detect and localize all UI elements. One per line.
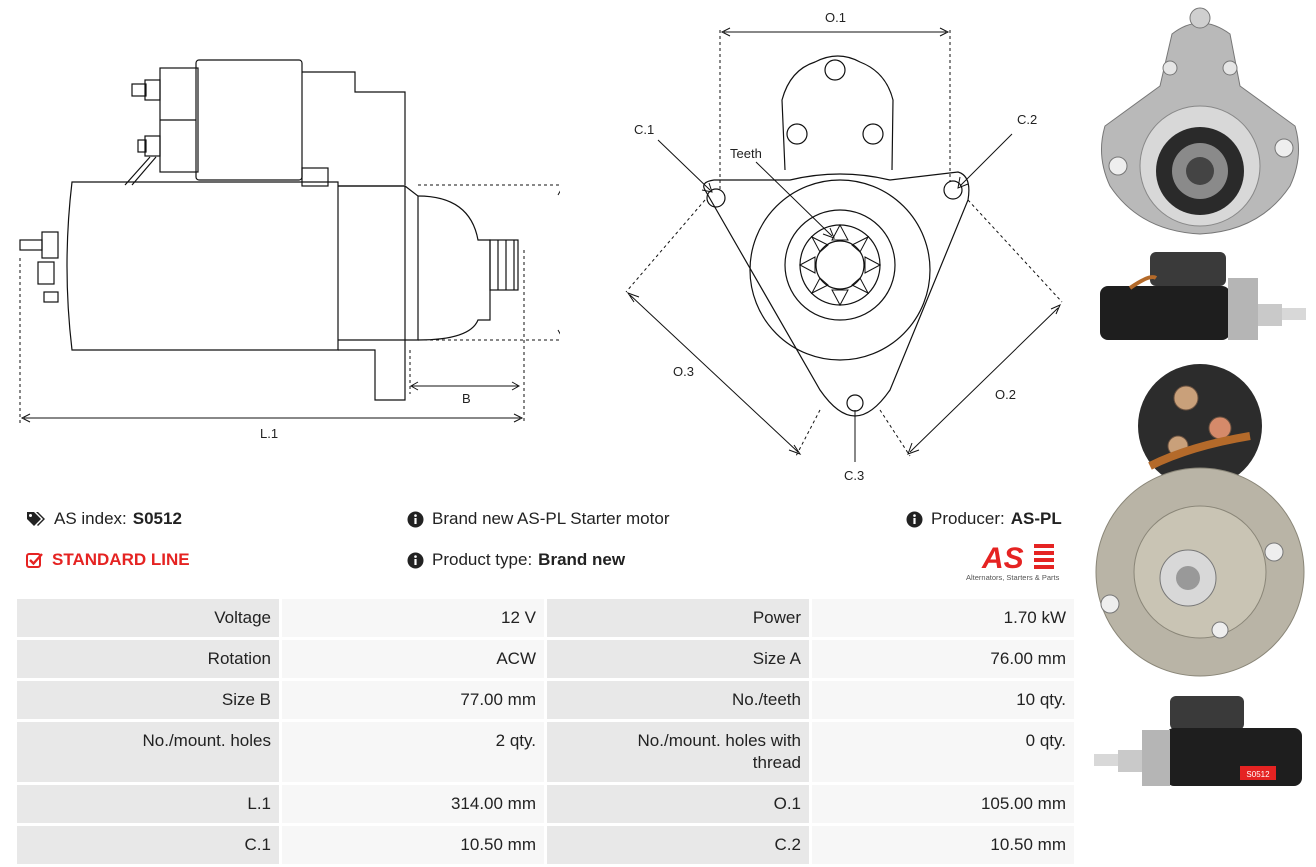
spec-label: O.1 (547, 785, 809, 823)
spec-label: Voltage (17, 599, 279, 637)
spec-label: No./teeth (547, 681, 809, 719)
product-line: STANDARD LINE (26, 550, 190, 570)
producer: Producer: AS-PL (906, 509, 1062, 529)
side-view-drawing: A B L.1 (19, 59, 560, 441)
spec-label: C.1 (17, 826, 279, 864)
spec-value: 10.50 mm (282, 826, 544, 864)
description-text: Brand new AS-PL Starter motor (432, 509, 670, 528)
dim-o2-label: O.2 (995, 387, 1016, 402)
dim-l1-label: L.1 (260, 426, 278, 441)
dim-c2-label: C.2 (1017, 112, 1037, 127)
spec-label: C.2 (547, 826, 809, 864)
table-row: No./mount. holes 2 qty. No./mount. holes… (17, 722, 1074, 782)
spec-label: Size B (17, 681, 279, 719)
teeth-label: Teeth (730, 146, 762, 161)
spec-value: 77.00 mm (282, 681, 544, 719)
info-icon (906, 511, 923, 528)
as-index-value: S0512 (132, 509, 182, 528)
dim-c1-label: C.1 (634, 122, 654, 137)
product-type-value: Brand new (538, 550, 626, 569)
spec-table: Voltage 12 V Power 1.70 kW Rotation ACW … (14, 596, 1077, 867)
spec-value: 314.00 mm (282, 785, 544, 823)
spec-label: L.1 (17, 785, 279, 823)
producer-value: AS-PL (1010, 509, 1062, 528)
spec-value: 10.50 mm (812, 826, 1074, 864)
as-index-label: AS index: (54, 509, 127, 528)
table-row: Rotation ACW Size A 76.00 mm (17, 640, 1074, 678)
spec-value: 12 V (282, 599, 544, 637)
photo-rear-view (1095, 364, 1305, 677)
spec-label: No./mount. holes (17, 722, 279, 782)
table-row: L.1 314.00 mm O.1 105.00 mm (17, 785, 1074, 823)
as-index: AS index: S0512 (26, 509, 182, 529)
spec-label: No./mount. holes with thread (547, 722, 809, 782)
spec-value: 105.00 mm (812, 785, 1074, 823)
dim-b-label: B (462, 391, 471, 406)
logo-mark: AS (981, 542, 1024, 575)
spec-value: 0 qty. (812, 722, 1074, 782)
table-row: Voltage 12 V Power 1.70 kW (17, 599, 1074, 637)
photo-label: S0512 (1246, 770, 1270, 779)
checkbox-checked-icon (26, 552, 44, 568)
product-type-label: Product type: (432, 550, 533, 569)
producer-label: Producer: (931, 509, 1005, 528)
dim-o3-label: O.3 (673, 364, 694, 379)
spec-value: 1.70 kW (812, 599, 1074, 637)
spec-value: ACW (282, 640, 544, 678)
table-row: Size B 77.00 mm No./teeth 10 qty. (17, 681, 1074, 719)
spec-label-line-1: No./mount. holes with (637, 731, 801, 750)
table-row: C.1 10.50 mm C.2 10.50 mm (17, 826, 1074, 864)
spec-label: Rotation (17, 640, 279, 678)
photo-side-view-reverse: S0512 (1094, 696, 1302, 786)
description: Brand new AS-PL Starter motor (407, 509, 669, 529)
logo-tagline: Alternators, Starters & Parts (966, 573, 1060, 582)
dim-o1-label: O.1 (825, 10, 846, 25)
info-icon (407, 552, 424, 569)
spec-label-line-2: thread (752, 753, 801, 772)
spec-value: 76.00 mm (812, 640, 1074, 678)
spec-label: Size A (547, 640, 809, 678)
spec-value: 2 qty. (282, 722, 544, 782)
info-icon (407, 511, 424, 528)
product-line-label: STANDARD LINE (52, 550, 190, 569)
photo-side-view (1100, 252, 1306, 340)
dim-c3-label: C.3 (844, 468, 864, 483)
spec-value: 10 qty. (812, 681, 1074, 719)
spec-label: Power (547, 599, 809, 637)
product-photos: S0512 (1082, 0, 1316, 860)
product-type: Product type: Brand new (407, 550, 625, 570)
front-view-drawing: O.1 C.1 C.2 Teeth O.3 O.2 C.3 (625, 10, 1063, 483)
as-pl-logo: AS Alternators, Starters & Parts (964, 540, 1074, 584)
tags-icon (26, 511, 46, 527)
photo-front-view (1100, 7, 1300, 235)
